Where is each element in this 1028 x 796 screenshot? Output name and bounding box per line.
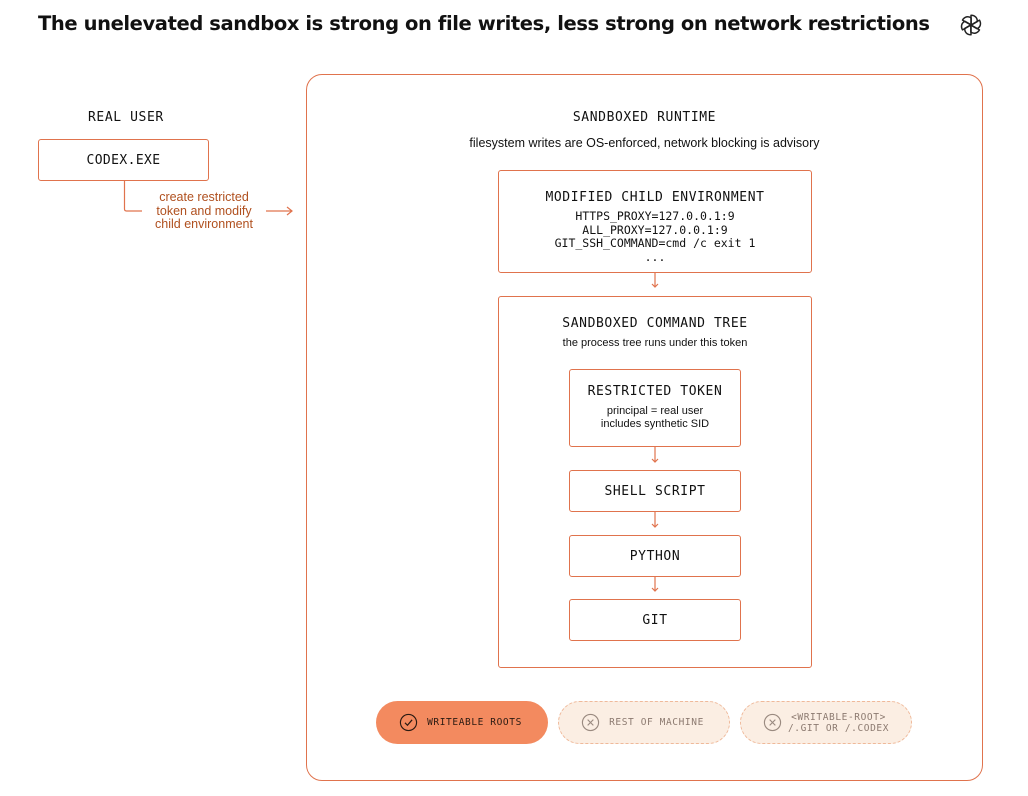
- runtime-title: SANDBOXED RUNTIME: [572, 110, 717, 125]
- step-label: SHELL SCRIPT: [604, 483, 706, 499]
- command-tree-title: SANDBOXED COMMAND TREE: [562, 316, 748, 331]
- legend-label: <WRITABLE-ROOT> /.GIT OR /.CODEX: [782, 712, 911, 734]
- note-arrow-head: [286, 206, 293, 216]
- note-line: create restricted: [159, 190, 249, 204]
- legend-rest-of-machine: REST OF MACHINE: [558, 701, 730, 744]
- environment-title: MODIFIED CHILD ENVIRONMENT: [545, 190, 765, 205]
- command-tree-subtitle: the process tree runs under this token: [562, 337, 748, 349]
- codex-process-label: CODEX.EXE: [86, 152, 161, 168]
- step-label: GIT: [642, 612, 668, 628]
- legend-line: /.GIT OR /.CODEX: [787, 722, 890, 734]
- x-circle-icon: [581, 713, 600, 732]
- step-label: PYTHON: [629, 548, 681, 564]
- codex-process-box: CODEX.EXE: [38, 139, 209, 181]
- check-circle-icon: [399, 713, 418, 732]
- legend-line: WRITEABLE ROOTS: [427, 717, 522, 728]
- env-line: GIT_SSH_COMMAND=cmd /c exit 1: [554, 236, 756, 250]
- legend-git-codex-dirs: <WRITABLE-ROOT> /.GIT OR /.CODEX: [740, 701, 912, 744]
- sandboxed-runtime-frame: [306, 74, 983, 781]
- token-line: includes synthetic SID: [600, 418, 710, 430]
- note-line: child environment: [155, 217, 253, 231]
- openai-logo-icon: [958, 13, 984, 37]
- environment-lines: HTTPS_PROXY=127.0.0.1:9 ALL_PROXY=127.0.…: [499, 209, 811, 264]
- env-line: HTTPS_PROXY=127.0.0.1:9: [575, 209, 735, 223]
- legend-line: <WRITABLE-ROOT>: [791, 711, 886, 723]
- note-line: token and modify: [156, 203, 252, 218]
- token-title: RESTRICTED TOKEN: [587, 384, 723, 399]
- token-lines: principal = real user includes synthetic…: [570, 405, 740, 431]
- x-circle-icon: [763, 713, 782, 732]
- legend-label: WRITEABLE ROOTS: [418, 717, 547, 728]
- legend-line: REST OF MACHINE: [609, 717, 704, 728]
- shell-script-box: SHELL SCRIPT: [569, 470, 741, 512]
- legend-label: REST OF MACHINE: [600, 717, 729, 728]
- token-line: principal = real user: [606, 405, 704, 417]
- env-line: ALL_PROXY=127.0.0.1:9: [582, 222, 728, 237]
- create-token-note: create restricted token and modify child…: [140, 190, 268, 232]
- env-line: ...: [644, 249, 666, 264]
- python-box: PYTHON: [569, 535, 741, 577]
- legend-writeable-roots: WRITEABLE ROOTS: [376, 701, 548, 744]
- runtime-subtitle: filesystem writes are OS-enforced, netwo…: [469, 136, 820, 150]
- restricted-token-box: RESTRICTED TOKEN principal = real user i…: [569, 369, 741, 447]
- child-environment-box: MODIFIED CHILD ENVIRONMENT HTTPS_PROXY=1…: [498, 170, 812, 273]
- real-user-label: REAL USER: [88, 110, 164, 125]
- git-box: GIT: [569, 599, 741, 641]
- page-title: The unelevated sandbox is strong on file…: [38, 12, 930, 35]
